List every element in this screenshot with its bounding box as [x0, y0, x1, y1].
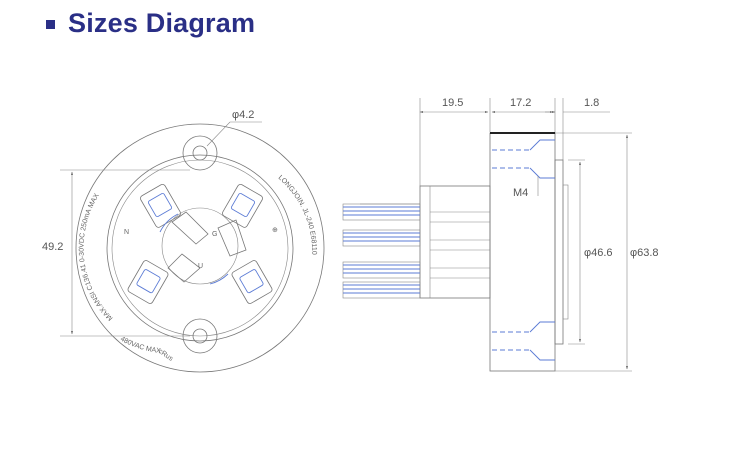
thread-label: M4 [513, 187, 528, 199]
ring-text-left: MAX.ANSI C136.41 0-30VDC 250mA MAX [79, 192, 115, 321]
page-title: Sizes Diagram [68, 7, 256, 38]
hole-leader-line [206, 121, 231, 147]
dim-top-3-label: 1.8 [584, 97, 599, 109]
pin-label-n: N [124, 229, 129, 236]
cert-mark: cRus [157, 348, 174, 363]
inner-diameter-label: φ46.6 [584, 247, 613, 259]
dim-top-2-label: 17.2 [510, 97, 531, 109]
contact-bottom-left [127, 260, 169, 304]
twist-lock-receptacle [159, 207, 247, 285]
inner-face-edge [111, 159, 289, 337]
side-view: 19.5 17.2 1.8 M4 [342, 97, 659, 372]
height-dimension-label: 49.2 [42, 241, 63, 253]
front-view: φ4.2 49.2 G [42, 109, 325, 373]
side-body [489, 132, 556, 372]
inner-face-circle [106, 154, 294, 342]
ring-text-right: LONGJOIN. JL-240 E68110 [277, 174, 318, 255]
hole-diameter-label: φ4.2 [232, 109, 254, 121]
side-gasket [554, 159, 564, 345]
title-bullet-icon [46, 19, 55, 29]
contact-top-left [140, 183, 181, 228]
contact-bottom-right [231, 260, 273, 304]
slot-top [171, 211, 209, 245]
pin-label-u: U [198, 263, 203, 270]
section-header: Sizes Diagram [46, 6, 255, 40]
wire-bundle [342, 203, 490, 299]
top-mounting-ear [182, 135, 218, 171]
outer-flange-circle [75, 123, 325, 373]
slot-left [167, 253, 201, 283]
dim-top-1-label: 19.5 [442, 97, 463, 109]
slot-right [217, 219, 247, 257]
pin-symbol: ⊕ [272, 227, 278, 234]
connector-housing [419, 185, 491, 299]
hidden-screw-top [492, 139, 555, 179]
contact-top-right [222, 183, 263, 228]
hidden-screw-bottom [492, 321, 555, 361]
pin-label-g: G [212, 231, 217, 238]
ring-text-bottom: 480VAC MAX [119, 336, 161, 355]
outer-diameter-label: φ63.8 [630, 247, 659, 259]
